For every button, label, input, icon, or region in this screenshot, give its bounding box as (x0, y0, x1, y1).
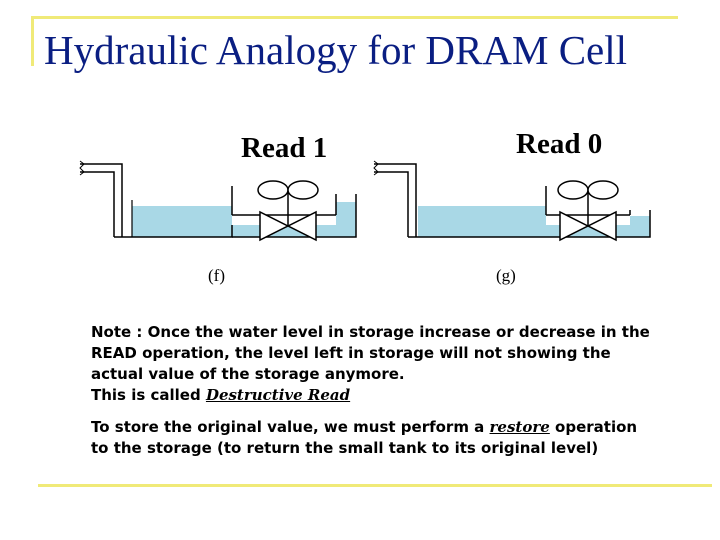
panel-read-0 (373, 160, 651, 242)
restore-term: restore (489, 418, 550, 436)
panel-label-g: (g) (496, 266, 516, 285)
destructive-read-term: Destructive Read (205, 386, 351, 404)
slide-title: Hydraulic Analogy for DRAM Cell (44, 27, 628, 73)
panel-label-f: (f) (208, 266, 225, 285)
note-paragraph-2: This is called Destructive Read (91, 385, 651, 406)
note-paragraph-3-prefix: To store the original value, we must per… (91, 418, 490, 436)
panel-heading-read-1: Read 1 (241, 132, 328, 164)
small-tank-water (336, 202, 356, 237)
valve-handle-left (557, 180, 589, 200)
big-tank-water (132, 206, 232, 237)
panel-heading-read-0: Read 0 (516, 128, 603, 160)
bottom-accent-line (38, 484, 712, 487)
diagram-figure (79, 160, 651, 242)
valve-handle-left (257, 180, 289, 200)
note-paragraph-2-prefix: This is called (91, 386, 206, 404)
small-tank-water (630, 216, 650, 237)
note-paragraph-1: Note : Once the water level in storage i… (91, 323, 650, 383)
top-accent-line (34, 16, 678, 19)
valve-handle-right (587, 180, 619, 200)
hydraulic-diagram: Read 1 Read 0 (f) (g) (70, 120, 670, 295)
big-tank-water (418, 206, 546, 237)
note-text: Note : Once the water level in storage i… (91, 322, 651, 459)
note-paragraph-3-suffix: operation to the storage (to return the … (91, 418, 638, 457)
panel-read-1 (79, 160, 357, 242)
left-accent-line (31, 16, 34, 66)
valve-handle-right (287, 180, 319, 200)
note-paragraph-3: To store the original value, we must per… (91, 417, 651, 459)
